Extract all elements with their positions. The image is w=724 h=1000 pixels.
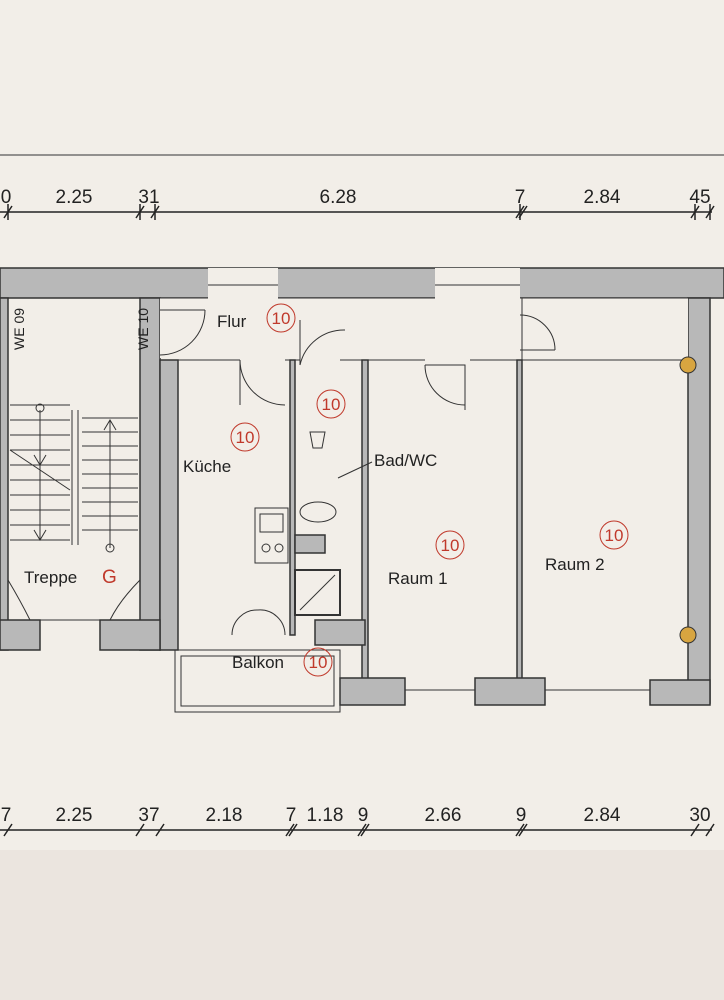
room-label-raum1: Raum 1 — [388, 569, 448, 588]
room-number-raum2: 10 — [599, 520, 629, 550]
walls — [0, 267, 724, 706]
svg-text:10: 10 — [236, 428, 255, 447]
dim-bottom-0: 7 — [1, 805, 12, 826]
dim-bottom-10: 30 — [689, 805, 710, 826]
svg-text:10: 10 — [441, 536, 460, 555]
room-number-bad: 10 — [316, 389, 346, 419]
room-number-flur: 10 — [266, 303, 296, 333]
bottom-dimension-line: 7 2.25 37 2.18 7 1.18 9 2.66 9 2.84 30 — [0, 805, 715, 837]
dim-bottom-6: 9 — [358, 805, 369, 826]
stair-marker: G — [102, 567, 117, 588]
fixtures — [254, 431, 373, 616]
room-label-treppe: Treppe — [24, 568, 77, 587]
room-number-raum1: 10 — [435, 530, 465, 560]
staircase — [7, 403, 141, 621]
top-dimension-line: 0 2.25 31 6.28 7 2.84 45 — [0, 187, 715, 220]
dim-bottom-5: 1.18 — [307, 805, 344, 826]
dim-bottom-7: 2.66 — [425, 805, 462, 826]
room-number-balkon: 10 — [303, 647, 333, 677]
dim-top-6: 45 — [689, 187, 710, 208]
dim-top-2: 31 — [138, 187, 159, 208]
dim-bottom-1: 2.25 — [56, 805, 93, 826]
room-label-balkon: Balkon — [232, 653, 284, 672]
room-label-flur: Flur — [217, 312, 247, 331]
dim-top-3: 6.28 — [320, 187, 357, 208]
dim-top-5: 2.84 — [584, 187, 621, 208]
svg-text:10: 10 — [272, 309, 291, 328]
interior-lines — [160, 284, 688, 713]
svg-text:10: 10 — [605, 526, 624, 545]
dim-bottom-9: 2.84 — [584, 805, 621, 826]
dim-top-0: 0 — [1, 187, 12, 208]
room-number-kueche: 10 — [230, 422, 260, 452]
svg-text:10: 10 — [322, 395, 341, 414]
window-marker — [679, 626, 697, 644]
dim-top-4: 7 — [515, 187, 526, 208]
svg-text:10: 10 — [309, 653, 328, 672]
unit-label-we10: WE 10 — [135, 308, 151, 350]
window-marker — [679, 356, 697, 374]
dim-bottom-2: 37 — [138, 805, 159, 826]
dim-bottom-8: 9 — [516, 805, 527, 826]
room-label-bad: Bad/WC — [374, 451, 437, 470]
unit-label-we09: WE 09 — [11, 308, 27, 350]
doors — [159, 309, 556, 636]
dim-bottom-4: 7 — [286, 805, 297, 826]
dim-bottom-3: 2.18 — [206, 805, 243, 826]
dim-top-1: 2.25 — [56, 187, 93, 208]
room-label-kueche: Küche — [183, 457, 231, 476]
room-label-raum2: Raum 2 — [545, 555, 605, 574]
